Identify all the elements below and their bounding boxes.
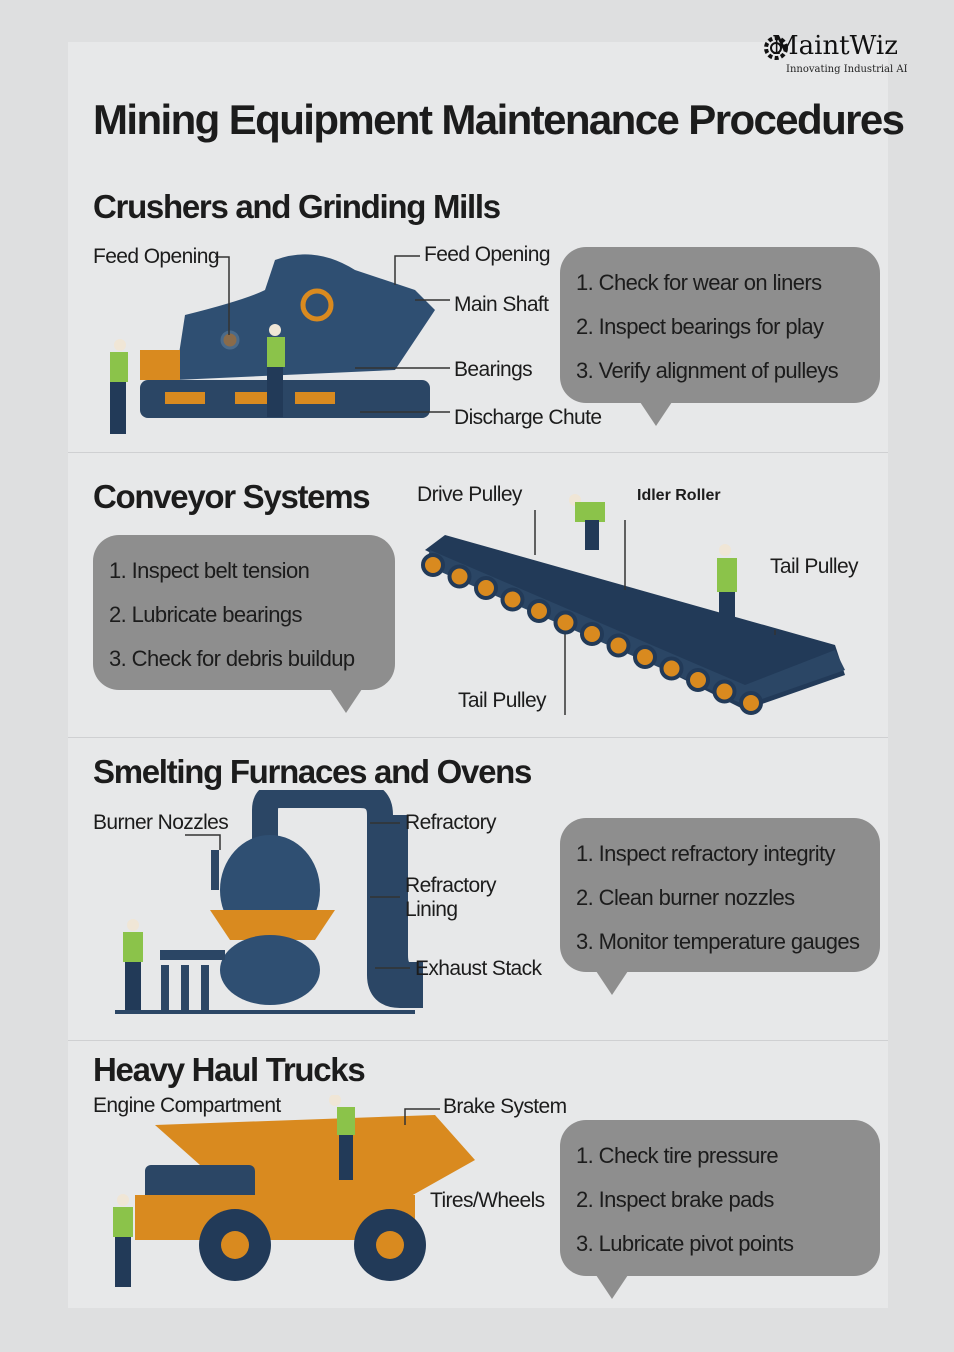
worker-icon xyxy=(329,1095,355,1180)
roller-icon xyxy=(739,691,763,715)
roller-icon xyxy=(606,633,631,658)
section-heading-conveyor: Conveyor Systems xyxy=(93,478,371,515)
logo-name: MaintWiz xyxy=(772,31,898,61)
steps-bubble-trucks: 1. Check tire pressure 2. Inspect brake … xyxy=(560,1120,880,1276)
label-burner-nozzles: Burner Nozzles xyxy=(93,811,229,834)
label-brake-system: Brake System xyxy=(443,1095,567,1118)
label-discharge-chute: Discharge Chute xyxy=(454,406,602,429)
worker-icon xyxy=(123,919,143,1010)
worker-icon xyxy=(717,544,737,650)
roller-icon xyxy=(474,576,498,600)
step-item: 2. Inspect brake pads xyxy=(576,1187,774,1212)
label-engine-compartment: Engine Compartment xyxy=(93,1094,281,1117)
label-feed-opening: Feed Opening xyxy=(424,243,551,266)
roller-icon xyxy=(712,679,737,704)
section-heading-crushers: Crushers and Grinding Mills xyxy=(93,188,501,225)
step-item: 1. Inspect belt tension xyxy=(109,558,310,583)
section-heading-trucks: Heavy Haul Trucks xyxy=(93,1051,366,1088)
worker-icon xyxy=(267,324,285,417)
roller-icon xyxy=(447,564,472,589)
workers-illustration xyxy=(569,494,737,650)
divider xyxy=(68,737,888,738)
step-item: 1. Check for wear on liners xyxy=(576,270,822,295)
divider xyxy=(68,452,888,453)
label-drive-pulley: Drive Pulley xyxy=(417,483,522,506)
roller-icon xyxy=(580,622,604,646)
label-refractory: Refractory xyxy=(405,811,496,834)
label-exhaust-stack: Exhaust Stack xyxy=(415,957,542,980)
steps-bubble-crushers: 1. Check for wear on liners 2. Inspect b… xyxy=(560,247,880,403)
roller-icon xyxy=(421,553,445,577)
roller-icon xyxy=(633,645,657,669)
step-item: 2. Lubricate bearings xyxy=(109,602,302,627)
crusher-illustration xyxy=(110,254,450,434)
worker-icon xyxy=(110,339,128,434)
label-tail-pulley: Tail Pulley xyxy=(770,555,859,578)
divider xyxy=(68,1040,888,1041)
label-tires-wheels: Tires/Wheels xyxy=(430,1189,545,1212)
step-item: 3. Verify alignment of pulleys xyxy=(576,358,839,383)
logo-tagline: Innovating Industrial AI xyxy=(786,64,908,75)
step-item: 2. Clean burner nozzles xyxy=(576,885,795,910)
step-item: 1. Inspect refractory integrity xyxy=(576,841,836,866)
label-idler-roller: Idler Roller xyxy=(637,487,721,504)
label-refractory-lining: Refractory Lining xyxy=(405,874,496,921)
step-item: 2. Inspect bearings for play xyxy=(576,314,824,339)
roller-icon xyxy=(527,599,551,623)
roller-icon xyxy=(500,587,525,612)
step-item: 3. Monitor temperature gauges xyxy=(576,929,860,954)
step-item: 3. Check for debris buildup xyxy=(109,646,355,671)
roller-icon xyxy=(553,610,578,635)
roller-icon xyxy=(686,668,710,692)
step-item: 1. Check tire pressure xyxy=(576,1143,779,1168)
steps-bubble-conveyor: 1. Inspect belt tension 2. Lubricate bea… xyxy=(93,535,395,690)
furnace-illustration xyxy=(115,790,423,1014)
haul-truck-illustration xyxy=(113,1095,475,1287)
logo: MaintWiz Innovating Industrial AI xyxy=(760,30,908,76)
step-item: 3. Lubricate pivot points xyxy=(576,1231,794,1256)
roller-icon xyxy=(659,656,684,681)
section-heading-furnaces: Smelting Furnaces and Ovens xyxy=(93,753,532,790)
steps-bubble-furnaces: 1. Inspect refractory integrity 2. Clean… xyxy=(560,818,880,972)
label-main-shaft: Main Shaft xyxy=(454,293,549,316)
worker-icon xyxy=(569,494,605,550)
gear-icon xyxy=(764,36,788,60)
page-title: Mining Equipment Maintenance Procedures xyxy=(93,96,905,143)
worker-icon xyxy=(113,1194,133,1287)
label-tail-pulley: Tail Pulley xyxy=(458,689,547,712)
conveyor-illustration xyxy=(421,510,845,715)
label-bearings: Bearings xyxy=(454,358,533,381)
label-feed-opening: Feed Opening xyxy=(93,245,220,268)
